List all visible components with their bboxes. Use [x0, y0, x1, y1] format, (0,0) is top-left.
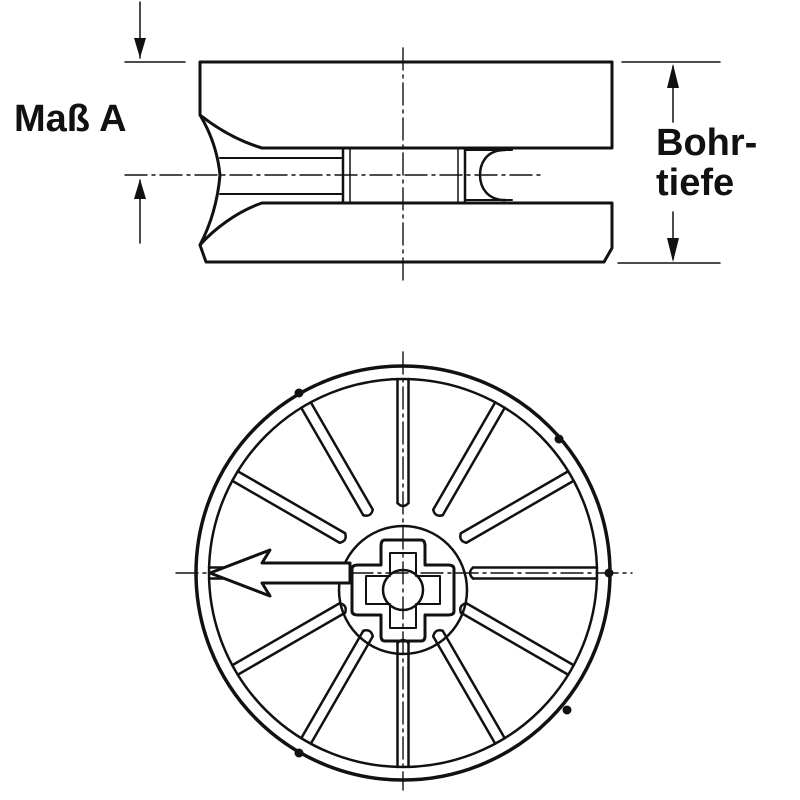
spoke: [459, 469, 576, 545]
side-view: [124, 1, 614, 286]
front-view: [175, 351, 633, 791]
rim-nub: [562, 705, 572, 715]
rim-nubs: [294, 388, 614, 758]
cross-recess-icon: [350, 538, 456, 643]
dimension-label-mass-a: Maß A: [14, 98, 127, 140]
spoke: [299, 400, 375, 517]
bohrtiefe-dimension: [617, 61, 721, 264]
spoke: [431, 400, 507, 517]
spoke-end: [459, 531, 468, 545]
side-central-hub: [341, 146, 467, 205]
side-right-groove: [478, 148, 507, 202]
rim-nub: [294, 748, 304, 758]
spoke-end: [468, 566, 475, 580]
rim-nub: [554, 434, 564, 444]
spoke-end: [361, 508, 375, 517]
rim-nub: [604, 568, 614, 578]
spoke-end: [431, 508, 445, 517]
side-lower-body: [198, 201, 614, 264]
spoke: [459, 601, 576, 677]
spoke: [299, 629, 375, 746]
spoke-end: [396, 501, 410, 508]
dimension-label-bohrtiefe: Bohr- tiefe: [656, 122, 758, 204]
spoke: [396, 377, 410, 505]
side-upper-body: [198, 60, 614, 150]
side-left-profile: [198, 113, 222, 247]
spoke: [230, 601, 347, 677]
down-arrow-icon: [134, 38, 146, 58]
insertion-arrow-icon: [208, 548, 352, 598]
spoke: [230, 469, 347, 545]
spoke-end: [361, 629, 375, 638]
front-hub-circle: [337, 524, 469, 656]
up-arrow-icon: [667, 64, 679, 88]
spoke-end: [338, 531, 347, 545]
down-arrow-icon: [667, 238, 679, 262]
spoke: [471, 566, 599, 580]
up-arrow-icon: [134, 179, 146, 199]
hub-center-circle: [381, 568, 425, 612]
spoke: [431, 629, 507, 746]
spoke: [396, 641, 410, 769]
rim-nub: [294, 388, 304, 398]
spoke-end: [431, 629, 445, 638]
